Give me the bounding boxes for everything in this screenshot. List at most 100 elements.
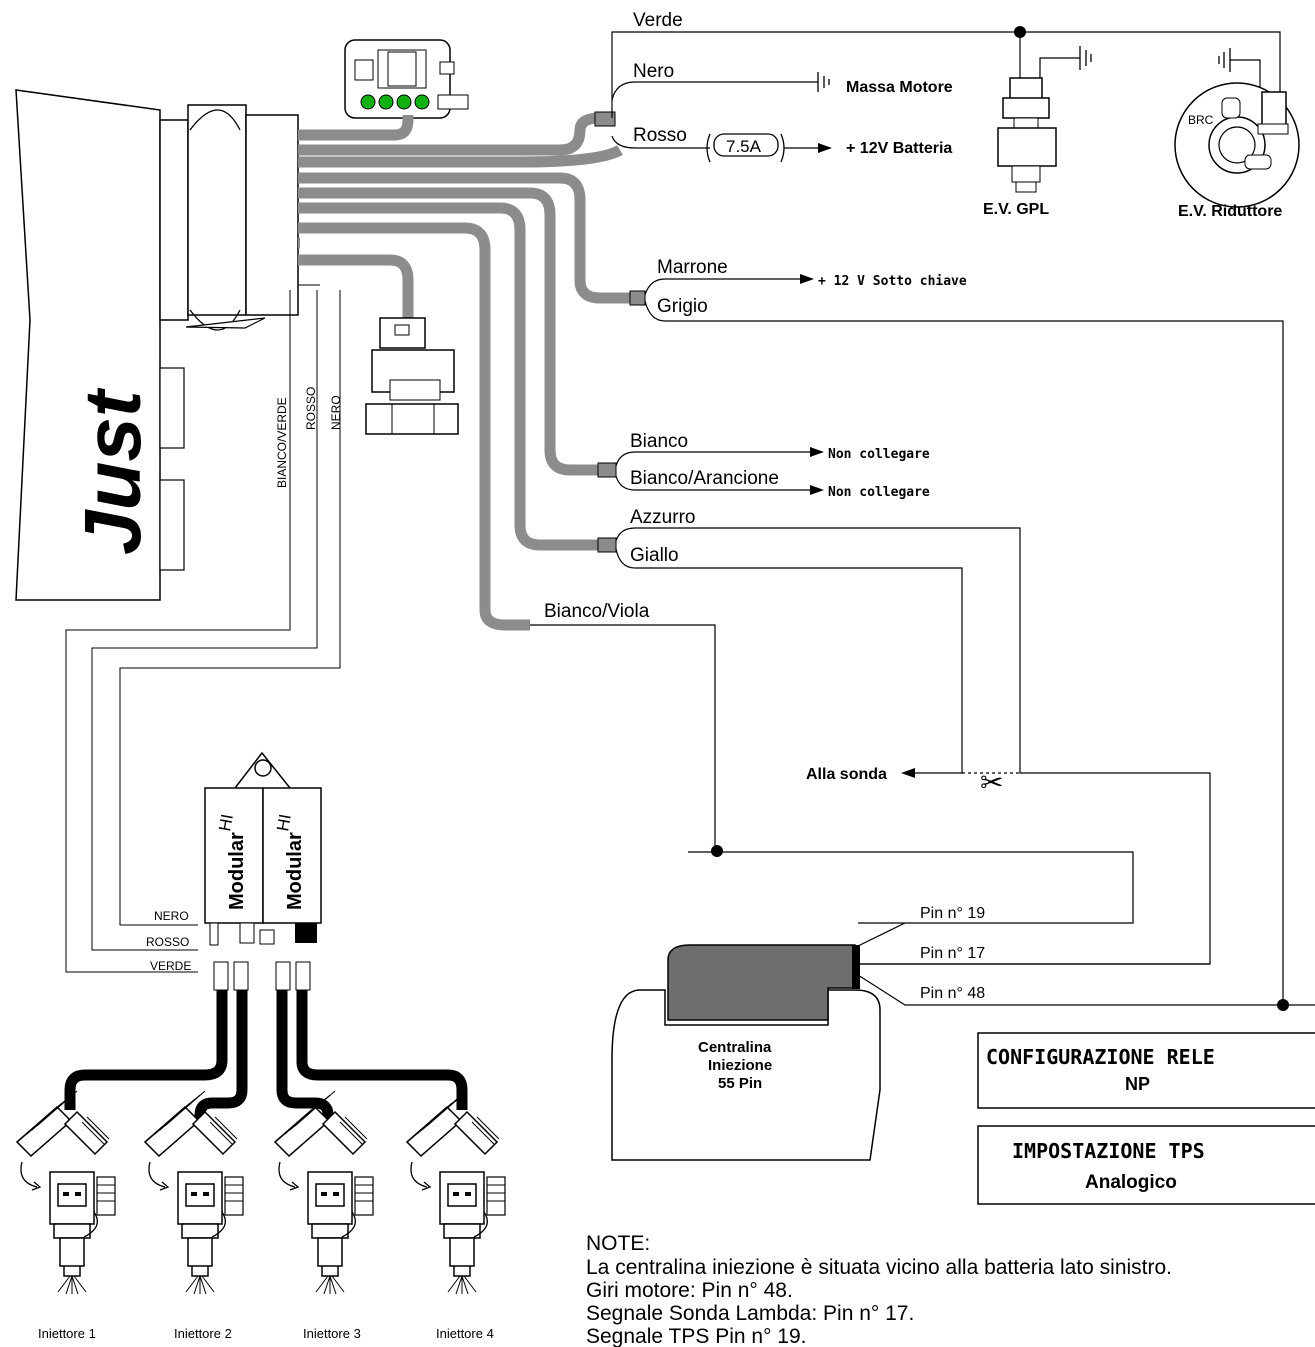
label-nero-vertical: NERO (329, 395, 343, 430)
connector-curve-bottom (189, 309, 241, 331)
harness-power (298, 112, 610, 156)
label-batteria: + 12V Batteria (846, 140, 952, 157)
label-hi-right: HI (273, 813, 295, 833)
scissors-icon: ✂ (980, 767, 1003, 798)
just-connector-left (159, 119, 189, 321)
tps-value: Analogico (1085, 1172, 1177, 1193)
led-1 (360, 94, 376, 110)
wire-bianco-verde (65, 290, 291, 973)
connector-body (245, 114, 299, 316)
ev-riduttore-valve: BRC E.V. Riduttore (1174, 48, 1300, 220)
harness-ev-gpl (298, 145, 623, 168)
injector-4 (406, 1090, 506, 1295)
arrow-sotto-chiave (800, 274, 814, 284)
plug-1 (213, 961, 229, 991)
clamp-bianco (597, 462, 617, 478)
arrow-non-collegare-2 (810, 485, 824, 495)
label-verde: Verde (633, 10, 683, 31)
junction-tps (711, 845, 723, 857)
notes-line-1: La centralina iniezione è situata vicino… (586, 1256, 1172, 1279)
clamp-marrone (629, 290, 646, 306)
wire-nero-left (119, 290, 341, 926)
notes-line-4: Segnale TPS Pin n° 19. (586, 1325, 807, 1347)
label-alla-sonda: Alla sonda (806, 766, 887, 783)
label-azzurro: Azzurro (630, 507, 695, 528)
clamp-power (594, 111, 616, 127)
label-injector-3: Iniettore 3 (303, 1326, 361, 1341)
brand-label: Just (68, 387, 157, 555)
label-injector-4: Iniettore 4 (436, 1326, 494, 1341)
arrow-non-collegare-1 (810, 447, 824, 457)
label-giallo: Giallo (630, 545, 679, 566)
connector-latch (185, 317, 266, 329)
wire-bianco-viola (530, 624, 716, 850)
just-connector-shell (187, 104, 247, 316)
modular-left (204, 787, 264, 924)
config-rele-value: NP (1125, 1074, 1150, 1094)
label-ev-riduttore: E.V. Riduttore (1178, 203, 1282, 220)
label-modular-right: Modular (284, 832, 306, 910)
label-grigio: Grigio (657, 296, 708, 317)
wire-rosso-left (91, 290, 318, 951)
wire-verde (611, 31, 1281, 118)
ev-gpl-valve: E.V. GPL (983, 46, 1092, 218)
label-bianco-arancione: Bianco/Arancione (630, 468, 779, 489)
harness-map-sensor (298, 254, 414, 318)
arrow-batteria (818, 143, 832, 153)
label-ev-gpl: E.V. GPL (983, 201, 1049, 218)
label-brc: BRC (1188, 113, 1214, 127)
wire-nero (611, 81, 818, 101)
label-sotto-chiave: + 12 V Sotto chiave (818, 274, 967, 289)
wire-rosso (611, 135, 710, 149)
arrow-alla-sonda (901, 768, 915, 778)
label-modular-rosso: ROSSO (146, 935, 189, 949)
cable-injector-2 (194, 990, 248, 1125)
notes-title: NOTE: (586, 1232, 650, 1255)
side-port-2 (159, 479, 185, 571)
tps-box (977, 1125, 1315, 1205)
cable-injector-1 (64, 990, 228, 1110)
harness-marrone (298, 172, 640, 304)
map-sensor (365, 317, 459, 435)
label-non-collegare-1: Non collegare (828, 447, 930, 462)
config-rele-box (977, 1032, 1315, 1109)
label-nero: Nero (633, 61, 674, 82)
led-4 (414, 94, 430, 110)
wire-pin19 (857, 922, 906, 947)
label-ecu-2: Iniezione (708, 1057, 772, 1074)
label-injector-2: Iniettore 2 (174, 1326, 232, 1341)
label-bianco-verde: BIANCO/VERDE (275, 397, 289, 488)
just-unit-body (15, 89, 161, 601)
injector-1 (16, 1090, 116, 1295)
label-non-collegare-2: Non collegare (828, 485, 930, 500)
label-injector-1: Iniettore 1 (38, 1326, 96, 1341)
injector-3 (274, 1090, 374, 1295)
label-bianco: Bianco (630, 431, 688, 452)
tps-title: IMPOSTAZIONE TPS (1012, 1139, 1205, 1163)
plug-3 (275, 961, 291, 991)
label-modular-left: Modular (226, 832, 248, 910)
label-massa-motore: Massa Motore (846, 79, 953, 96)
led-3 (396, 94, 412, 110)
harness-switch (298, 115, 414, 141)
label-marrone: Marrone (657, 257, 728, 278)
label-ecu-3: 55 Pin (718, 1075, 762, 1092)
wire-bianco-arancione (615, 475, 810, 491)
label-fuse: 7.5A (726, 137, 762, 156)
label-ecu-1: Centralina (698, 1039, 772, 1056)
label-modular-verde: VERDE (150, 959, 191, 973)
harness-bianco (298, 187, 610, 476)
label-pin19: Pin n° 19 (920, 905, 985, 922)
notes-line-2: Giri motore: Pin n° 48. (586, 1279, 793, 1302)
modular-right (262, 787, 322, 924)
notes-line-3: Segnale Sonda Lambda: Pin n° 17. (586, 1302, 914, 1325)
connector-curve-top (189, 109, 241, 131)
injector-2 (144, 1090, 244, 1295)
wire-grigio (644, 300, 1284, 1005)
wire-giallo (615, 548, 963, 773)
label-hi-left: HI (215, 813, 237, 833)
cable-injector-4 (296, 990, 468, 1110)
wire-bianco (615, 451, 810, 467)
label-rosso: Rosso (633, 125, 687, 146)
fuse-7-5a: 7.5A (706, 133, 785, 163)
